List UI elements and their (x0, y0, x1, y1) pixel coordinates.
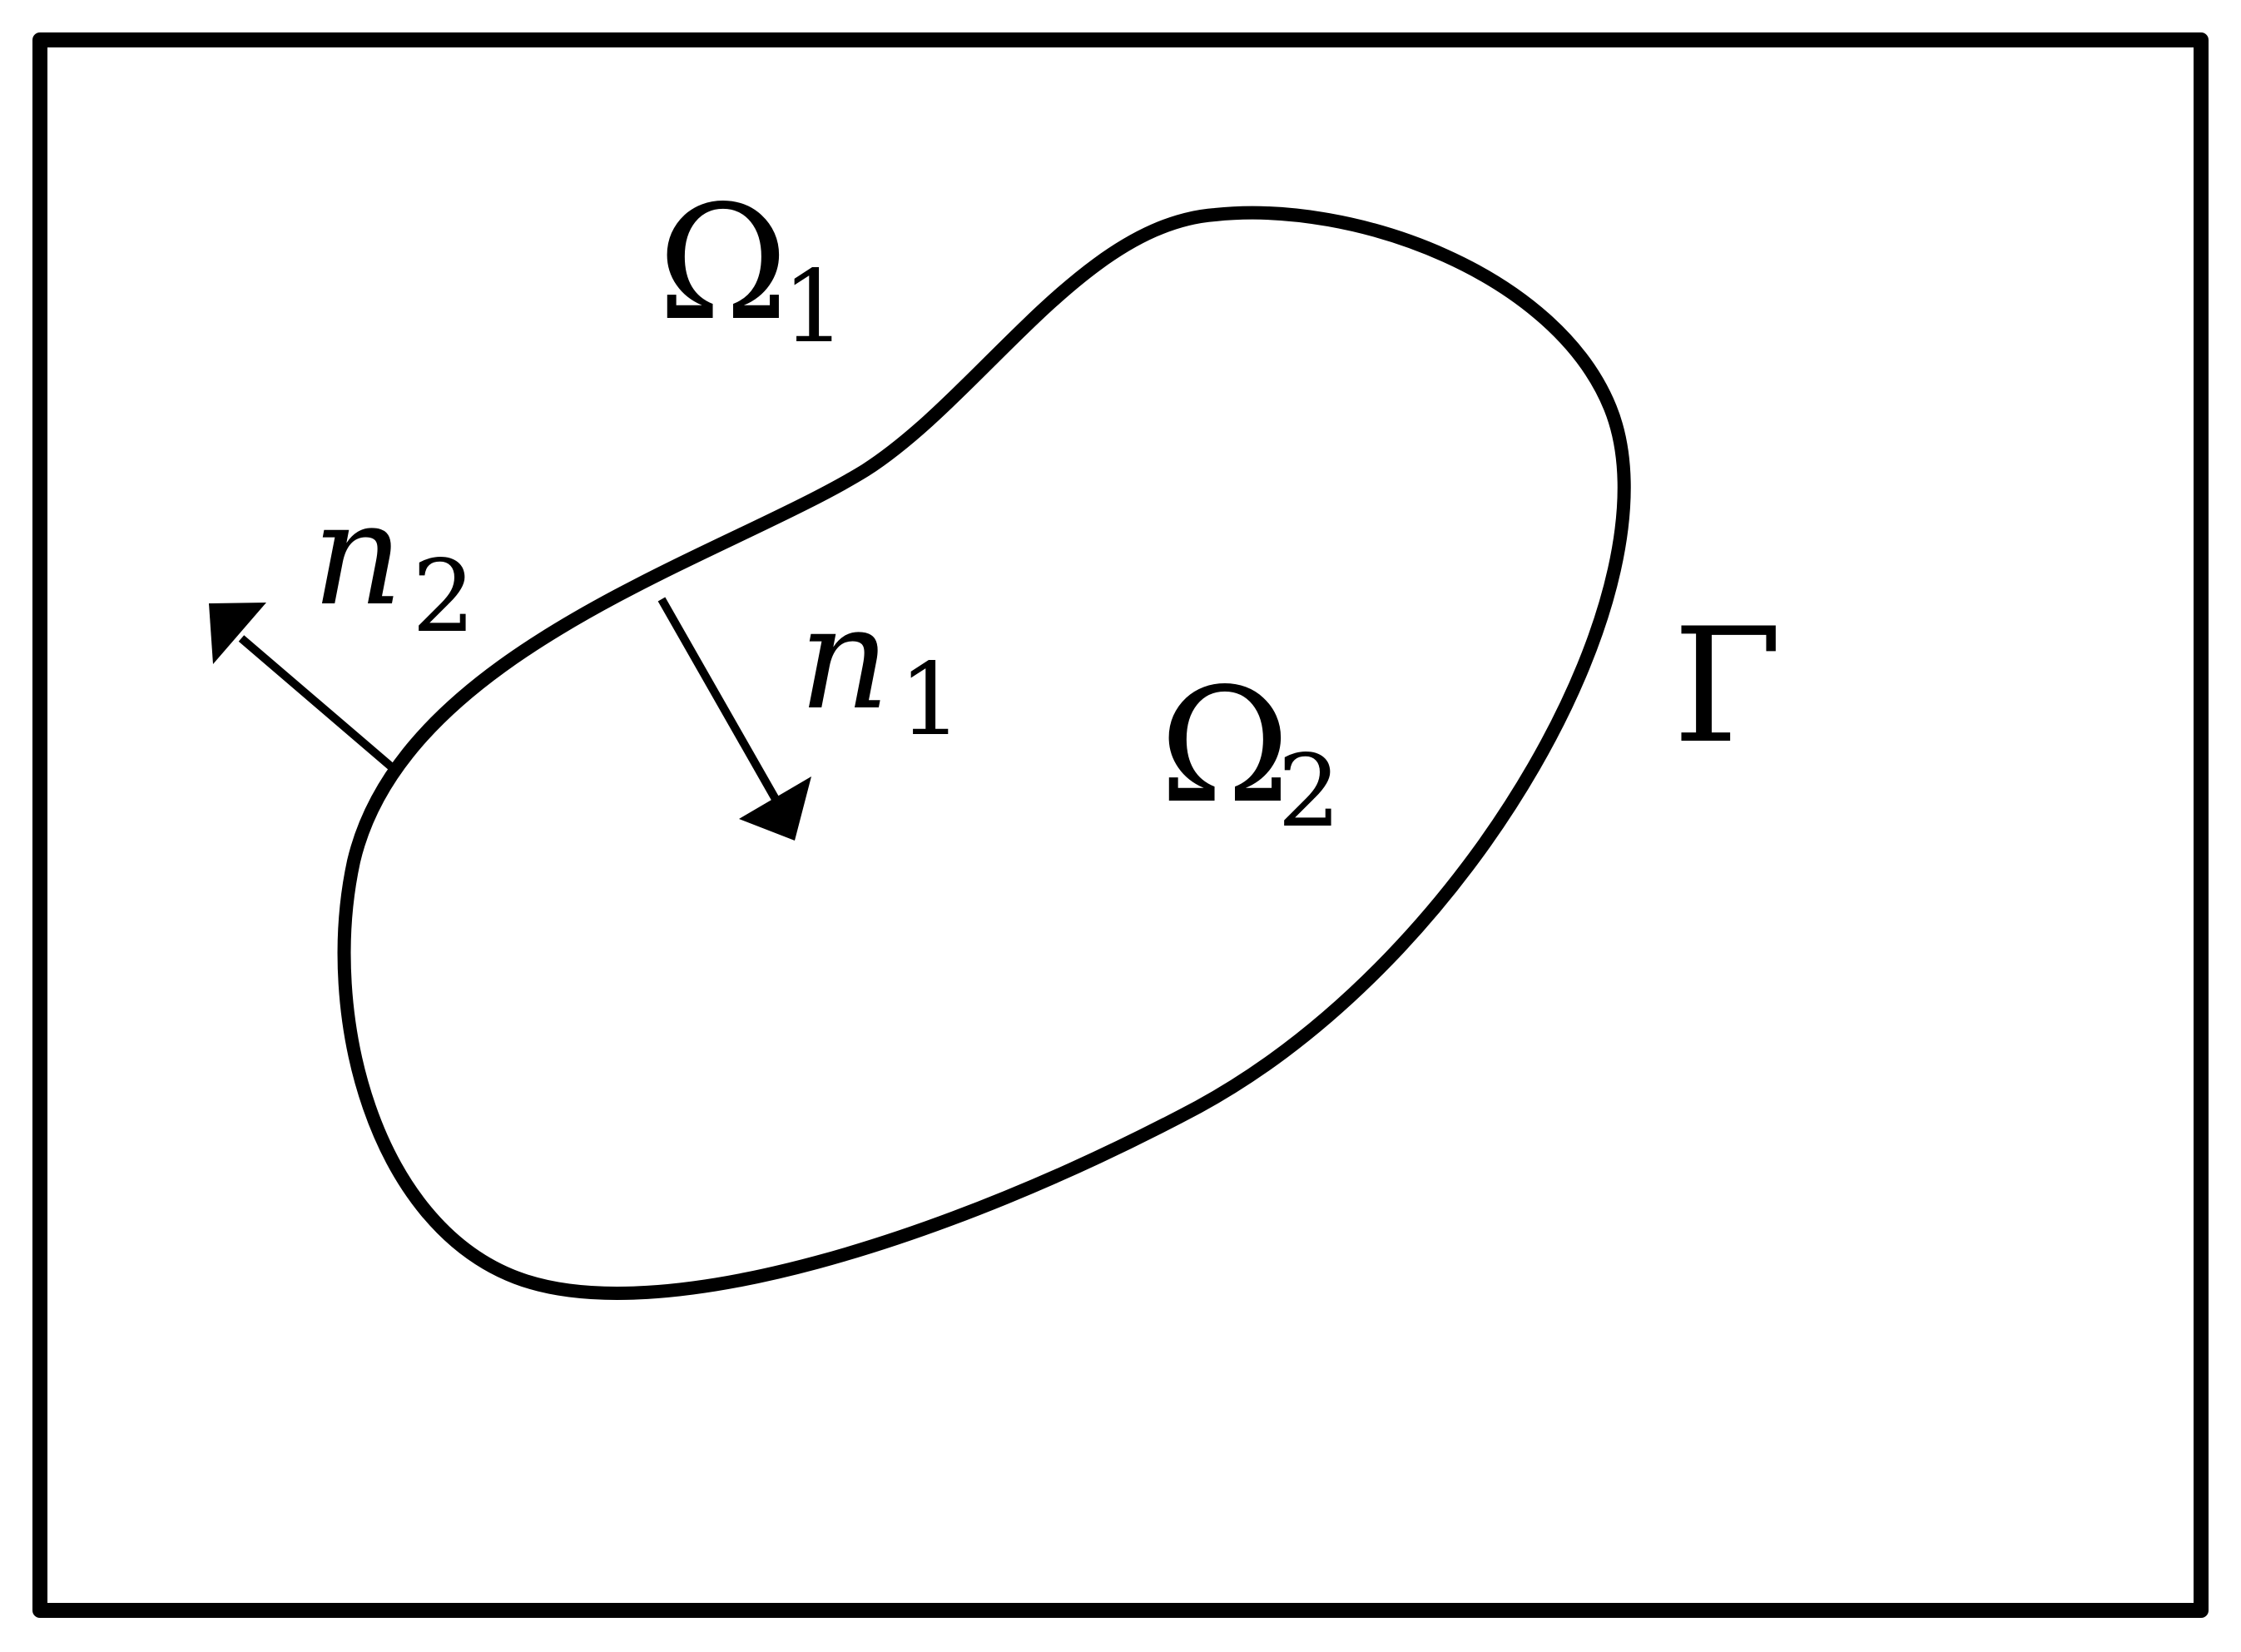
interface-curve (337, 206, 1631, 1300)
label-omega-1: Ω (657, 171, 789, 355)
label-n2: n (312, 473, 404, 637)
label-n1-subscript: 1 (899, 642, 962, 758)
outer-domain-boundary (32, 32, 2209, 1618)
label-n2-subscript: 2 (412, 539, 475, 655)
normal-arrow-n1 (657, 597, 811, 841)
normal-arrow-n2 (209, 603, 401, 776)
label-n1: n (799, 577, 890, 742)
label-omega-1-subscript: 1 (782, 250, 845, 365)
label-omega-2-subscript: 2 (1277, 734, 1341, 850)
label-gamma: Γ (1673, 594, 1782, 778)
label-omega-2: Ω (1159, 654, 1291, 838)
